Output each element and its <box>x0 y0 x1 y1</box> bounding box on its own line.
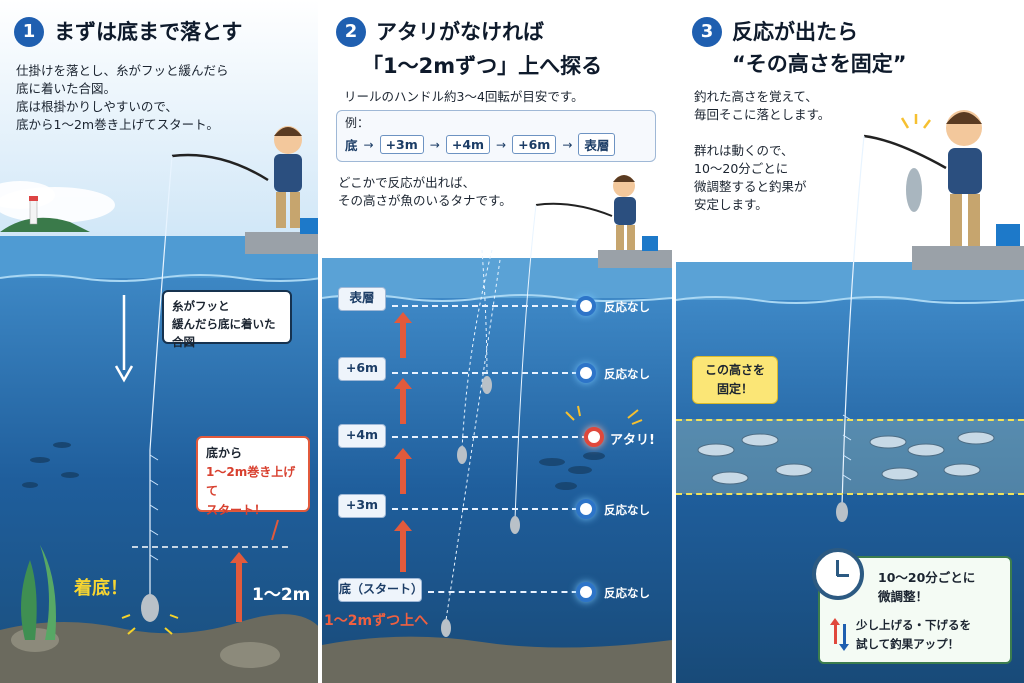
depth-line <box>392 372 588 374</box>
depth-line <box>392 305 588 307</box>
island <box>0 217 90 232</box>
level-result: 反応なし <box>604 367 650 381</box>
up-arrow-icon <box>394 520 412 572</box>
seaweed <box>21 560 37 640</box>
fish-school-distant <box>22 442 79 488</box>
panel3-body2: 群れは動くので、 10〜20分ごとに 微調整すると釣果が 安定します。 <box>694 143 807 212</box>
touch-bottom-label: 着底！ <box>74 578 128 599</box>
level-result: 反応なし <box>604 586 650 600</box>
clock-icon <box>812 548 864 600</box>
fish-school-distant <box>539 452 605 490</box>
depth-label-4m: +4m <box>338 424 386 448</box>
no-response-icon <box>576 363 596 383</box>
fix-depth-callout: この高さを 固定！ <box>692 356 778 404</box>
sparkle-icon <box>900 114 931 129</box>
depth-label-3m: +3m <box>338 494 386 518</box>
fishing-rod <box>863 134 947 170</box>
panel-divider <box>672 0 676 683</box>
sequence-row: 底 → +3m → +4m → +6m → 表層 <box>345 133 616 156</box>
panel3-heading-line2: “その高さを固定” <box>732 52 907 76</box>
bucket-icon <box>996 224 1020 246</box>
fishing-line <box>149 155 173 600</box>
example-sequence-box: 例： 底 → +3m → +4m → +6m → 表層 <box>336 110 656 162</box>
sequence-step: 表層 <box>578 133 616 156</box>
panel3-heading-line1: 反応が出たら <box>732 20 858 44</box>
sinker-icon <box>141 594 159 622</box>
sinker-icon <box>441 619 451 637</box>
panel2-heading-line2: 「1〜2mずつ」上へ探る <box>362 54 603 78</box>
depth-line <box>392 436 588 438</box>
panel1-heading: まずは底まで落とす <box>54 20 243 44</box>
panel2-heading-line1: アタリがなければ <box>376 20 544 44</box>
depth-label-surface: 表層 <box>338 287 386 311</box>
sequence-step: +3m <box>379 135 424 154</box>
fishing-line <box>514 204 537 521</box>
sequence-step: +6m <box>512 135 557 154</box>
lighthouse-icon <box>29 199 38 225</box>
up-down-arrows-icon <box>830 618 849 651</box>
up-arrow-icon <box>394 378 412 424</box>
caught-fish-icon <box>906 168 922 212</box>
adjustment-tip-card: 10〜20分ごとに 微調整！ 少し上げる・下げるを 試して釣果アップ！ <box>812 548 1012 664</box>
fishing-rod <box>171 153 269 182</box>
step-number-badge: 3 <box>692 17 722 47</box>
panel2-note: どこかで反応が出れば、 その高さが魚のいるタナです。 <box>338 175 512 208</box>
step-number-badge: 1 <box>14 17 44 47</box>
start-callout: 底から 1〜2m巻き上げて スタート！ <box>196 436 310 517</box>
arrow-right-icon: → <box>496 137 507 152</box>
target-depth-bottom-line <box>676 493 1024 495</box>
line-slack-callout: 糸がフッと 緩んだら底に着いた合図 <box>162 290 292 349</box>
up-arrow-icon <box>394 312 412 358</box>
strike-icon <box>584 427 604 447</box>
bucket-icon <box>300 218 318 234</box>
no-response-icon <box>576 296 596 316</box>
depth-line <box>428 591 588 593</box>
angler-figure <box>946 110 982 246</box>
bucket-icon <box>642 236 658 251</box>
pier <box>912 246 1024 270</box>
fishing-rod <box>535 202 613 217</box>
rise-distance-label: 1〜2m <box>252 585 311 605</box>
arrow-right-icon: → <box>429 137 440 152</box>
level-result: 反応なし <box>604 300 650 314</box>
pier <box>598 250 672 268</box>
step-caption: 1〜2mずつ上へ <box>324 613 429 629</box>
impact-burst-icon <box>121 614 179 635</box>
panel-fix-depth: 3 反応が出たら “その高さを固定” 釣れた高さを覚えて、 毎回そこに落とします… <box>676 0 1024 683</box>
up-arrow-icon <box>394 448 412 494</box>
example-label: 例： <box>345 116 370 130</box>
sabiki-rig <box>842 414 852 481</box>
depth-label-bottom: 底（スタート） <box>338 578 423 602</box>
angler-figure <box>613 175 636 250</box>
panel1-body: 仕掛けを落とし、糸がフッと緩んだら 底に着いた合図。 底は根掛かりしやすいので、… <box>16 63 229 132</box>
panel-bottom-drop: 1 まずは底まで落とす 仕掛けを落とし、糸がフッと緩んだら 底に着いた合図。 底… <box>0 0 322 683</box>
depth-line <box>392 508 588 510</box>
sabiki-rig <box>149 454 159 561</box>
panel1-scene <box>0 0 322 683</box>
fish-school <box>697 431 995 485</box>
no-response-icon <box>576 582 596 602</box>
sequence-step: +4m <box>445 135 491 154</box>
pier <box>245 232 322 254</box>
fishing-line <box>841 135 865 506</box>
arrow-right-icon: → <box>363 137 374 152</box>
depth-label-6m: +6m <box>338 357 386 381</box>
sinker-icon <box>836 502 848 522</box>
rise-arrow-icon <box>230 552 248 622</box>
no-response-icon <box>576 499 596 519</box>
sequence-step: 底 <box>345 138 358 153</box>
tip-body: 少し上げる・下げるを 試して釣果アップ！ <box>856 618 971 651</box>
panel-divider <box>318 0 322 683</box>
level-result-hit: アタリ! <box>610 433 655 448</box>
strike-burst-icon <box>565 405 643 425</box>
arrow-right-icon: → <box>562 137 573 152</box>
angler-figure <box>274 126 302 228</box>
panel-search-upward: 2 アタリがなければ 「1〜2mずつ」上へ探る リールのハンドル約3〜4回転が目… <box>322 0 672 683</box>
step-number-badge: 2 <box>336 17 366 47</box>
target-depth-top-line <box>676 419 1024 421</box>
panel3-body1: 釣れた高さを覚えて、 毎回そこに落とします。 <box>694 89 831 122</box>
panel2-subtitle: リールのハンドル約3〜4回転が目安です。 <box>344 89 584 104</box>
tip-title: 10〜20分ごとに 微調整！ <box>878 570 976 604</box>
level-result: 反応なし <box>604 503 650 517</box>
